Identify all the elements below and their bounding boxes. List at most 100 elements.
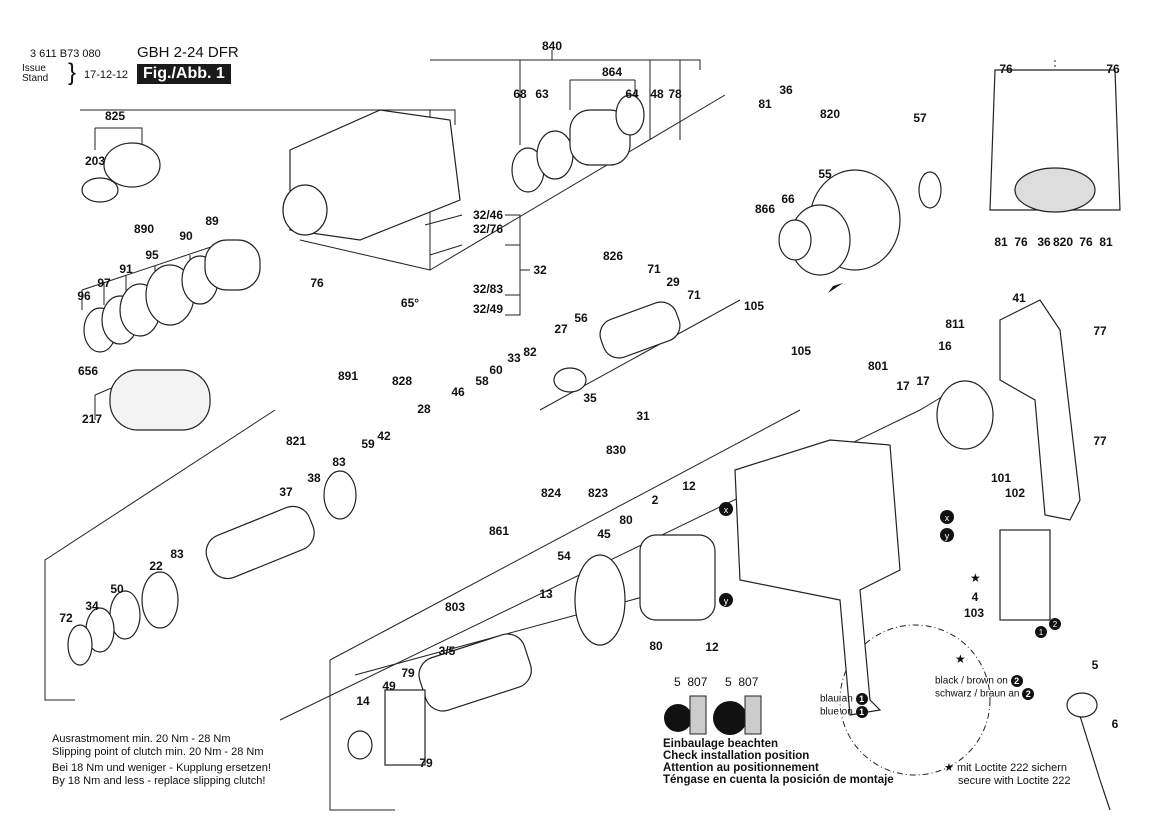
ball-5-a [664,704,692,732]
part-label-33: 33 [507,351,521,365]
part-label-46: 46 [451,385,465,399]
inset-rear-housing [989,69,1121,211]
part-label-65-: 65° [401,296,419,310]
star-icon: ★ [944,762,954,774]
brush-holder-16 [936,380,994,450]
part-label-42: 42 [377,429,391,443]
svg-text:x: x [945,513,950,523]
chuck-825 [103,142,161,188]
arrow-icon [828,283,843,293]
part-label-77: 77 [1093,434,1107,448]
part-label-866: 866 [755,202,775,216]
part-label-821: 821 [286,434,306,448]
part-label-72: 72 [59,611,73,625]
part-label-76: 76 [1014,235,1028,249]
issue-label-de: Stand [22,73,49,84]
part-label-78: 78 [668,87,682,101]
part-label-823: 823 [588,486,608,500]
part-label-2: 2 [652,493,659,507]
star-icon-detail: ★ [955,652,966,666]
part-label-36: 36 [779,83,793,97]
part-label-91: 91 [119,262,133,276]
clutch-note-en: Slipping point of clutch min. 20 Nm - 28… [52,746,264,758]
part-label-16: 16 [938,339,952,353]
sleeve-864 [569,109,631,166]
part-label-32-49: 32/49 [473,302,503,316]
part-label-58: 58 [475,374,489,388]
washer-64 [615,94,645,136]
part-label-3-5: 3/5 [439,644,456,658]
part-label-83: 83 [170,547,184,561]
part-label-81: 81 [1099,235,1113,249]
part-label-32-83: 32/83 [473,282,503,296]
frame-chuck-top [429,94,726,271]
svg-text:x: x [724,505,729,515]
part-label-63: 63 [535,87,549,101]
install-label-b: 5 807 [725,675,759,689]
marker-y-1: y [719,593,733,607]
field-2 [639,534,716,621]
part-label-32-46: 32/46 [473,208,503,222]
svg-text:y: y [945,531,950,541]
part-label-103: 103 [964,606,984,620]
part-label-89: 89 [205,214,219,228]
part-label-17: 17 [916,374,930,388]
o-ring-57 [918,171,942,209]
part-label-48: 48 [650,87,664,101]
part-label-50: 50 [110,582,124,596]
installation-glyphs [664,695,762,735]
model-name: GBH 2-24 DFR [137,44,239,61]
frame-right [279,394,946,721]
part-label-105: 105 [791,344,811,358]
part-label-22: 22 [149,559,163,573]
part-label-54: 54 [557,549,571,563]
part-label-56: 56 [574,311,588,325]
part-label-60: 60 [489,363,503,377]
installation-note-es: Téngase en cuenta la posición de montaje [663,774,894,786]
front-housing [289,109,461,241]
cable-guard-6 [1066,692,1098,718]
part-label-64: 64 [625,87,639,101]
wiring-blue-note: blau an 1 blue on 1 [820,693,868,718]
marker-2: 2 [1049,618,1061,630]
replace-note-en: By 18 Nm and less - replace slipping clu… [52,775,266,787]
part-label-830: 830 [606,443,626,457]
replace-note-de: Bei 18 Nm und weniger - Kupplung ersetze… [52,762,271,774]
part-label-68: 68 [513,87,527,101]
part-label-656: 656 [78,364,98,378]
part-label-35: 35 [583,391,597,405]
part-label-31: 31 [636,409,650,423]
part-label-828: 828 [392,374,412,388]
baffle-45 [574,554,626,646]
cable-5 [1074,699,1111,811]
part-label-803: 803 [445,600,465,614]
install-label-a: 5 807 [674,675,708,689]
issue-label: Issue Stand [22,64,48,84]
part-label-45: 45 [597,527,611,541]
part-label-36: 36 [1037,235,1051,249]
piston-27 [553,367,587,393]
wiring-detail-circle [839,624,991,776]
front-housing-opening [282,184,328,236]
spindle-821 [205,505,315,580]
handle-41 [999,299,1081,521]
group-frame-840 [430,59,701,145]
part-label-824: 824 [541,486,561,500]
part-label-71: 71 [647,262,661,276]
part-label-17: 17 [896,379,910,393]
part-label-801: 801 [868,359,888,373]
part-label-81: 81 [994,235,1008,249]
piston-826 [599,301,681,359]
part-label-80: 80 [619,513,633,527]
installation-note-en: Check installation position [663,750,810,762]
marker-x-2: x [940,510,954,524]
part-label-37: 37 [279,485,293,499]
frame-motor [329,660,395,811]
part-label-49: 49 [382,679,396,693]
sleeve-89 [204,239,261,291]
part-label-861: 861 [489,524,509,538]
part-label-826: 826 [603,249,623,263]
part-label-82: 82 [523,345,537,359]
part-label-13: 13 [539,587,553,601]
part-label-27: 27 [554,322,568,336]
